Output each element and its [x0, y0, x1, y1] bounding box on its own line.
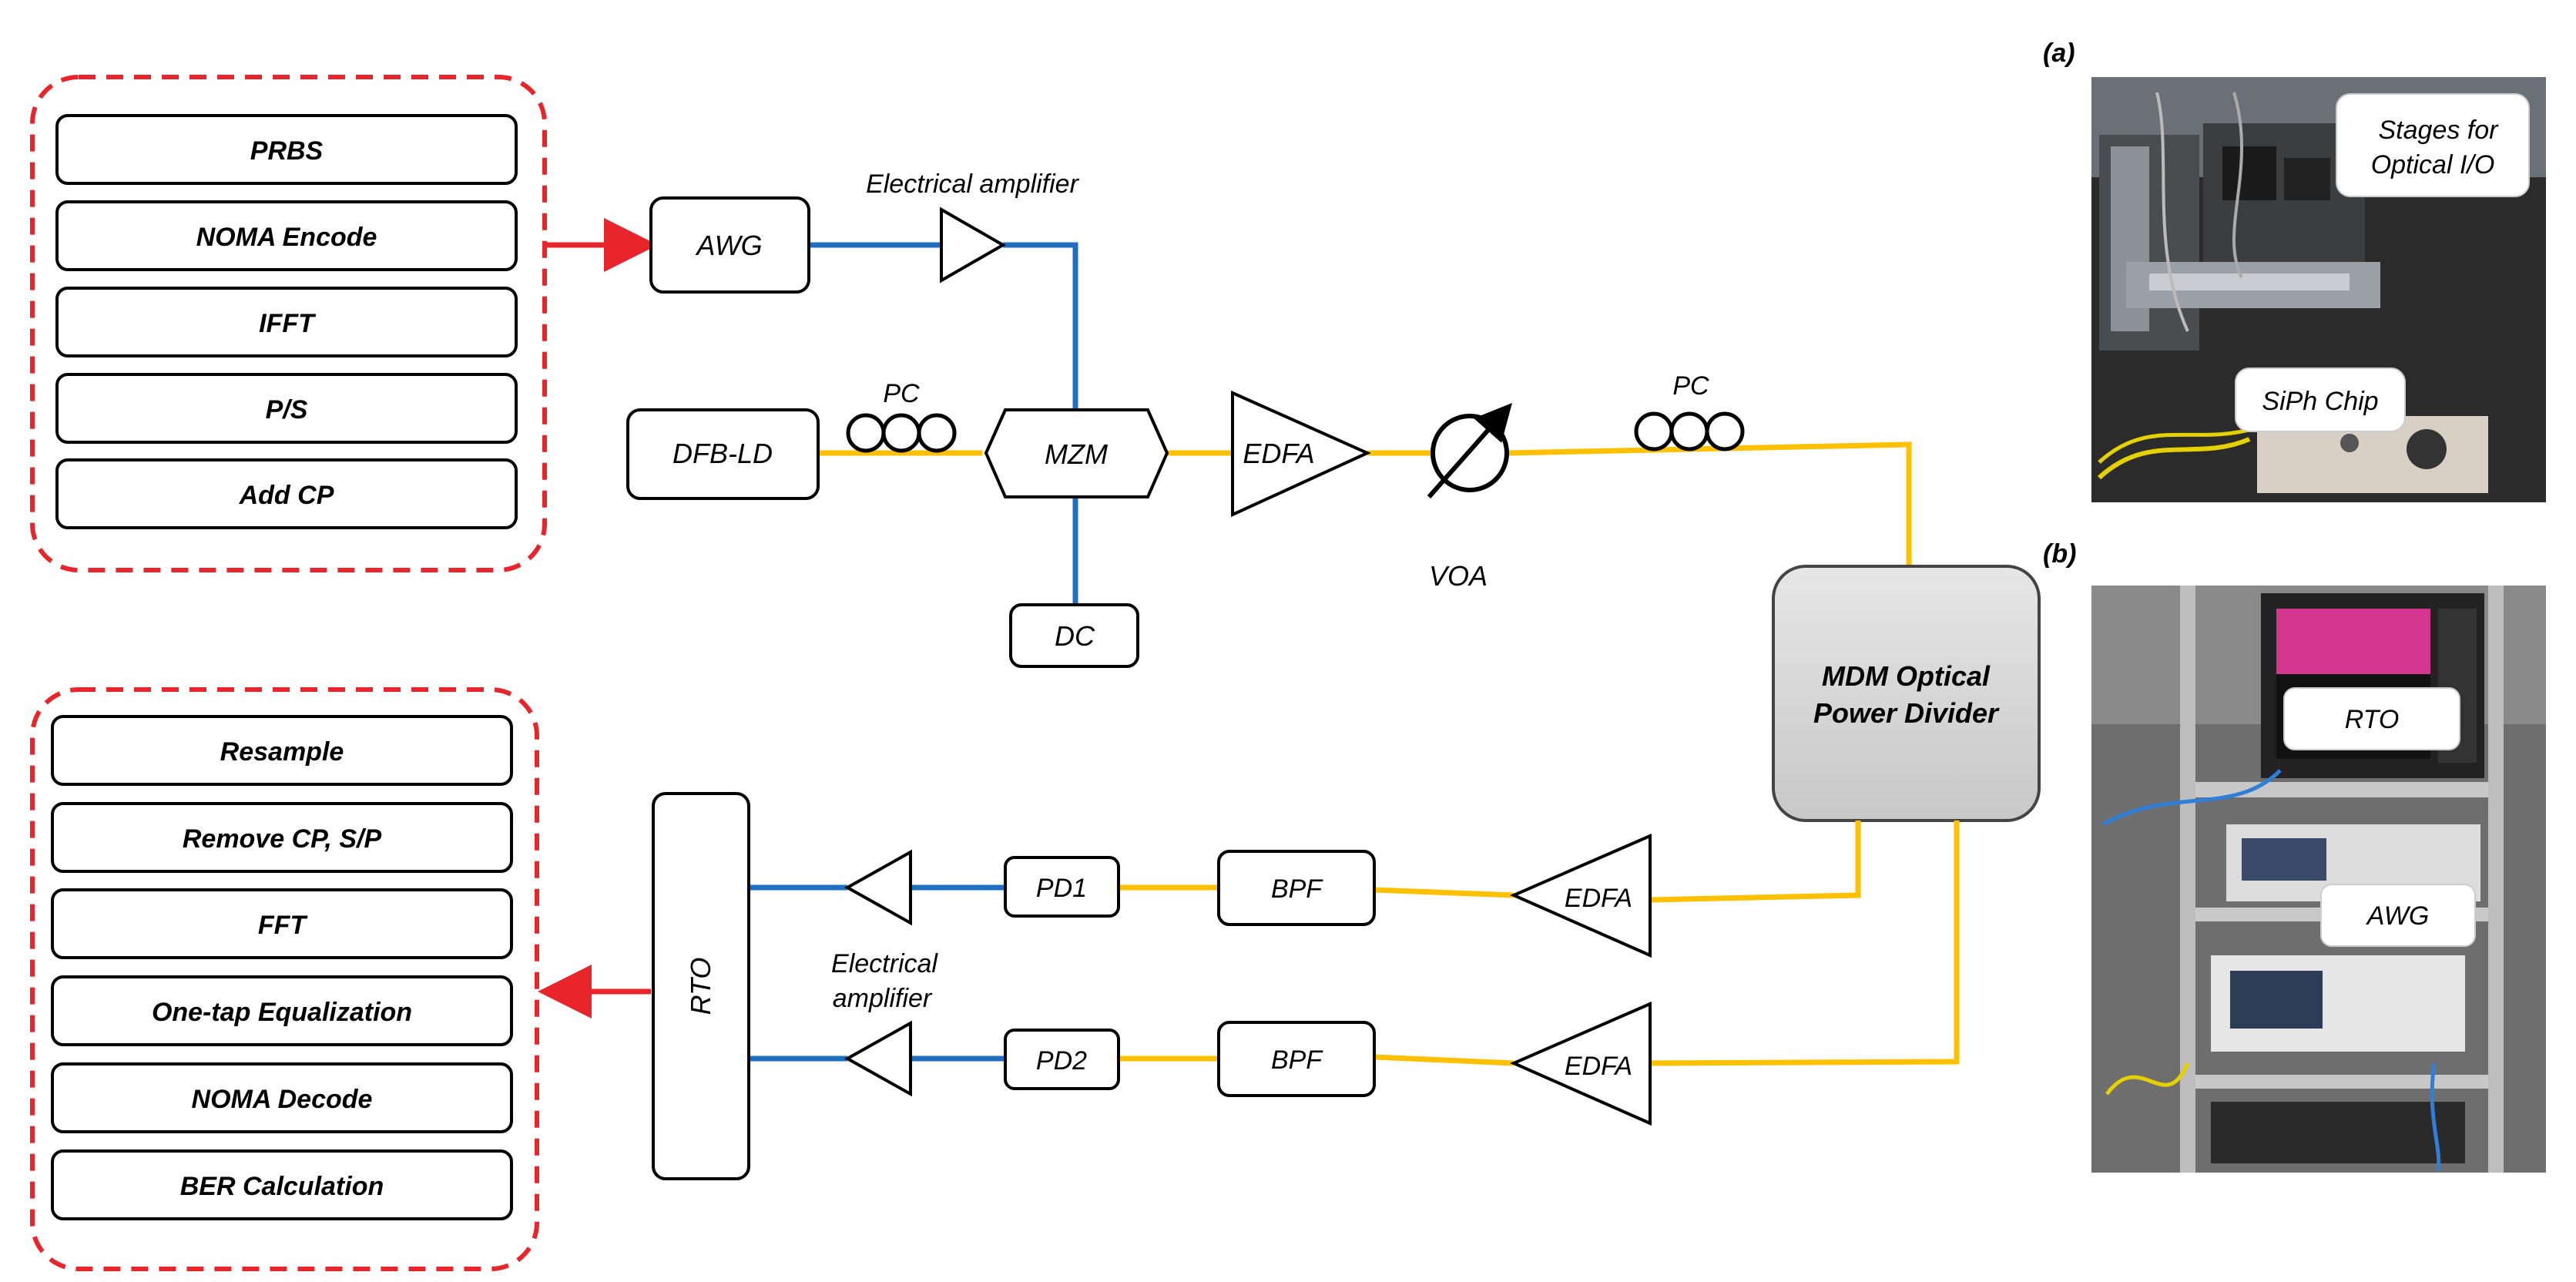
pc1-icon: PC: [846, 379, 957, 453]
tx-edfa-label: EDFA: [1243, 438, 1314, 469]
photo-a-label-chip: SiPh Chip: [2235, 367, 2406, 432]
dfb-ld-box: DFB-LD: [626, 408, 820, 500]
voa-divider-line: [1508, 441, 1912, 566]
bpf2-box: BPF: [1217, 1021, 1376, 1097]
photo-a-tag: (a): [2043, 39, 2075, 68]
tx-block-ps: P/S: [55, 373, 518, 444]
rx-block-noma-decode: NOMA Decode: [51, 1062, 513, 1133]
tx-block-label: P/S: [266, 395, 308, 425]
rx-electrical-amplifier-2: [844, 1020, 912, 1097]
photo-b-tag: (b): [2043, 539, 2076, 569]
rx-block-remove-cp: Remove CP, S/P: [51, 802, 513, 873]
rx-edfa-1: EDFA: [1510, 833, 1652, 958]
rx-block-label: BER Calculation: [180, 1172, 384, 1201]
tx-block-label: PRBS: [250, 136, 324, 166]
photo-a-label1-line1: Stages for: [2379, 116, 2500, 145]
divider-edfa1-line: [1649, 821, 1861, 903]
voa-label: VOA: [1429, 560, 1488, 592]
pc1-label: PC: [883, 379, 920, 408]
photo-b: (b) RTO AWG: [2043, 539, 2546, 1173]
divider-line2: Power Divider: [1813, 697, 2000, 729]
rx-block-ber: BER Calculation: [51, 1149, 513, 1220]
voa-icon: VOA: [1427, 403, 1512, 592]
photo-a-label-stages: Stages for Optical I/O: [2336, 93, 2530, 197]
pc2-icon: PC: [1634, 371, 1745, 451]
photo-b-label2: AWG: [2366, 901, 2430, 931]
tx-block-prbs: PRBS: [55, 114, 518, 185]
rx-amp-label-1: Electrical: [831, 949, 938, 978]
rx-edfa-2: EDFA: [1510, 1001, 1652, 1126]
rx-edfa2-label: EDFA: [1565, 1052, 1632, 1081]
pd1-box: PD1: [1004, 856, 1120, 918]
mzm-box: MZM: [984, 408, 1169, 498]
pd2-box: PD2: [1004, 1029, 1120, 1090]
tx-block-label: IFFT: [259, 309, 317, 338]
tx-amp-label: Electrical amplifier: [866, 169, 1080, 199]
bpf2-label: BPF: [1271, 1045, 1323, 1075]
photo-b-label1: RTO: [2345, 705, 2400, 734]
tx-edfa: EDFA: [1231, 390, 1371, 518]
rx-amp-label-2: amplifier: [833, 984, 933, 1013]
dc-label: DC: [1055, 620, 1095, 652]
rx-dsp-panel: Resample Remove CP, S/P FFT One-tap Equa…: [30, 687, 539, 1271]
tx-block-label: NOMA Encode: [196, 223, 377, 252]
rx-block-label: One-tap Equalization: [152, 998, 412, 1027]
rx-block-label: Resample: [220, 737, 344, 767]
rx-block-label: NOMA Decode: [192, 1085, 373, 1114]
rx-block-resample: Resample: [51, 715, 513, 786]
pd2-label: PD2: [1036, 1046, 1087, 1076]
amp-mzm-line: [1003, 242, 1078, 410]
rto-box: RTO: [652, 792, 750, 1180]
tx-block-label: Add CP: [239, 481, 334, 510]
edfa1-bpf1-line: [1374, 887, 1514, 898]
dfb-label: DFB-LD: [673, 438, 773, 469]
pd1-label: PD1: [1036, 874, 1087, 903]
pc2-label: PC: [1672, 371, 1709, 401]
mzm-label: MZM: [1045, 438, 1108, 470]
divider-line1: MDM Optical: [1822, 660, 1991, 692]
photo-a-label2: SiPh Chip: [2262, 387, 2378, 416]
rto-label: RTO: [685, 958, 716, 1015]
divider-edfa2-line: [1649, 821, 1960, 1066]
edfa2-bpf2-line: [1374, 1054, 1514, 1066]
awg-label: AWG: [695, 230, 762, 261]
photo-b-label-rto: RTO: [2283, 687, 2460, 750]
rx-block-one-tap-eq: One-tap Equalization: [51, 975, 513, 1046]
rx-electrical-amplifier-1: [844, 849, 912, 926]
bpf1-label: BPF: [1271, 874, 1323, 904]
rx-block-fft: FFT: [51, 888, 513, 959]
photo-a: (a) Stages for Optical I/O SiPh Chip: [2043, 39, 2546, 502]
tx-block-noma-encode: NOMA Encode: [55, 200, 518, 271]
rx-block-label: FFT: [258, 911, 309, 940]
rx-edfa1-label: EDFA: [1565, 884, 1632, 913]
tx-electrical-amplifier: Electrical amplifier: [866, 169, 1080, 284]
dc-box: DC: [1009, 603, 1139, 668]
mdm-power-divider: MDM Optical Power Divider: [1772, 565, 2041, 822]
tx-dsp-panel: PRBS NOMA Encode IFFT P/S Add CP: [30, 75, 547, 572]
rx-block-label: Remove CP, S/P: [183, 824, 382, 854]
photo-b-label-awg: AWG: [2320, 884, 2476, 947]
photo-a-label1-line2: Optical I/O: [2371, 150, 2495, 180]
tx-block-ifft: IFFT: [55, 287, 518, 357]
bpf1-box: BPF: [1217, 850, 1376, 926]
awg-box: AWG: [649, 196, 810, 294]
tx-block-add-cp: Add CP: [55, 458, 518, 529]
